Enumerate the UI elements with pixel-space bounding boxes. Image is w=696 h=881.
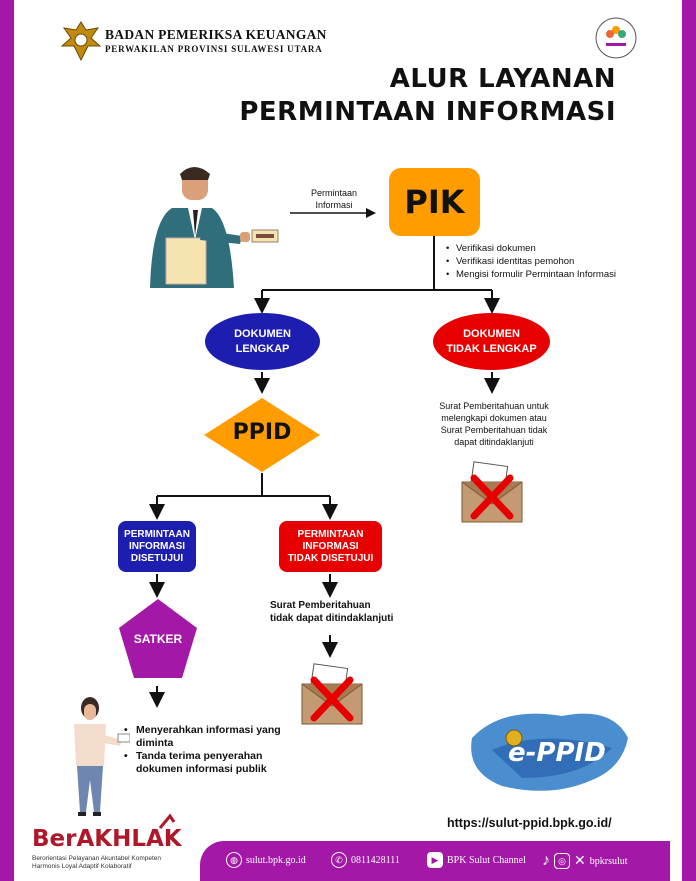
whatsapp-icon: ✆ — [331, 852, 347, 868]
request-arrow — [290, 208, 376, 218]
rejected-note-line: tidak dapat ditindaklanjuti — [270, 613, 394, 624]
org-name: BADAN PEMERIKSA KEUANGAN — [105, 27, 327, 42]
businessman-illustration — [150, 167, 279, 288]
incomplete-note-line: dapat ditindaklanjuti — [454, 437, 534, 447]
eppid-label: e-PPID — [508, 738, 606, 768]
doc-complete-line2: LENGKAP — [235, 342, 290, 355]
instagram-icon: ◎ — [554, 853, 570, 869]
satker-task: •Tanda terima penyerahan dokumen informa… — [124, 750, 294, 776]
x-icon: ✕ — [574, 853, 586, 869]
tiktok-icon: ♪ — [542, 852, 550, 869]
doc-complete-line1: DOKUMEN — [234, 327, 291, 340]
doc-incomplete-line2: TIDAK LENGKAP — [446, 342, 537, 355]
incomplete-note-line: Surat Pemberitahuan tidak — [440, 425, 548, 435]
request-label-line2: Informasi — [315, 200, 353, 210]
rejected-line1: PERMINTAAN — [297, 528, 364, 540]
rejected-envelope-icon — [461, 461, 523, 523]
eppid-url[interactable]: https://sulut-ppid.bpk.go.id/ — [447, 816, 612, 830]
rejected-envelope-icon — [301, 663, 363, 725]
footer-youtube-text: BPK Sulut Channel — [447, 854, 526, 866]
pik-label: PIK — [404, 183, 465, 221]
approved-line2: INFORMASI — [128, 540, 186, 552]
satker-task-text: Tanda terima penyerahan dokumen informas… — [136, 750, 267, 775]
satker-pentagon — [119, 599, 197, 678]
pik-box: PIK — [389, 168, 480, 236]
pik-task-list: Verifikasi dokumen Verifikasi identitas … — [446, 242, 616, 281]
eppid-logo — [471, 713, 628, 791]
incomplete-note: Surat Pemberitahuan untuk melengkapi dok… — [424, 400, 564, 448]
partner-logo-icon — [595, 17, 637, 59]
footer-phone[interactable]: ✆ 0811428111 — [331, 852, 400, 868]
incomplete-note-line: Surat Pemberitahuan untuk — [439, 401, 549, 411]
pik-task: Mengisi formulir Permintaan Informasi — [446, 268, 616, 281]
approved-line3: DISETUJUI — [130, 552, 184, 564]
doc-incomplete-node: DOKUMEN TIDAK LENGKAP — [433, 313, 550, 370]
berakhlak-mark-icon — [158, 813, 176, 829]
rejected-note: Surat Pemberitahuan tidak dapat ditindak… — [270, 599, 393, 625]
ppid-label: PPID — [232, 420, 292, 445]
rejected-line3: TIDAK DISETUJUI — [287, 552, 374, 564]
satker-task-text: Menyerahkan informasi yang diminta — [136, 724, 281, 749]
page-title-line1: ALUR LAYANAN — [389, 64, 616, 94]
satker-label: SATKER — [133, 632, 183, 646]
garuda-emblem-icon — [60, 21, 102, 62]
satker-task: •Menyerahkan informasi yang diminta — [124, 724, 294, 750]
page-title-line2: PERMINTAAN INFORMASI — [239, 97, 616, 127]
footer-social[interactable]: ♪ ◎ ✕ bpkrsulut — [542, 852, 628, 870]
request-label-line1: Permintaan — [310, 188, 358, 198]
globe-icon: ◍ — [226, 852, 242, 868]
rejected-note-line: Surat Pemberitahuan — [270, 600, 371, 611]
doc-complete-node: DOKUMEN LENGKAP — [205, 313, 320, 370]
footer-website-text: sulut.bpk.go.id — [246, 854, 306, 866]
pik-task: Verifikasi identitas pemohon — [446, 255, 616, 268]
berakhlak-logo: BerAKHLAK — [32, 826, 182, 852]
berakhlak-tagline-line2: Harmonis Loyal Adaptif Kolaboratif — [32, 863, 132, 870]
berakhlak-tagline-line1: Berorientasi Pelayanan Akuntabel Kompete… — [32, 855, 162, 862]
officer-illustration — [74, 697, 130, 816]
footer-phone-text: 0811428111 — [351, 854, 400, 866]
approved-line1: PERMINTAAN — [124, 528, 190, 540]
request-label: Permintaan Informasi — [304, 187, 364, 211]
org-branch: PERWAKILAN PROVINSI SULAWESI UTARA — [105, 44, 323, 54]
incomplete-note-line: melengkapi dokumen atau — [441, 413, 547, 423]
youtube-icon: ▶ — [427, 852, 443, 868]
footer-social-text: bpkrsulut — [589, 855, 628, 867]
doc-incomplete-line1: DOKUMEN — [463, 327, 520, 340]
rejected-line2: INFORMASI — [302, 540, 359, 552]
ppid-diamond — [204, 398, 320, 472]
footer-youtube[interactable]: ▶ BPK Sulut Channel — [427, 852, 526, 868]
pik-task: Verifikasi dokumen — [446, 242, 616, 255]
berakhlak-tagline: Berorientasi Pelayanan Akuntabel Kompete… — [32, 855, 161, 871]
satker-task-list: •Menyerahkan informasi yang diminta •Tan… — [124, 724, 294, 776]
footer-website[interactable]: ◍ sulut.bpk.go.id — [226, 852, 306, 868]
